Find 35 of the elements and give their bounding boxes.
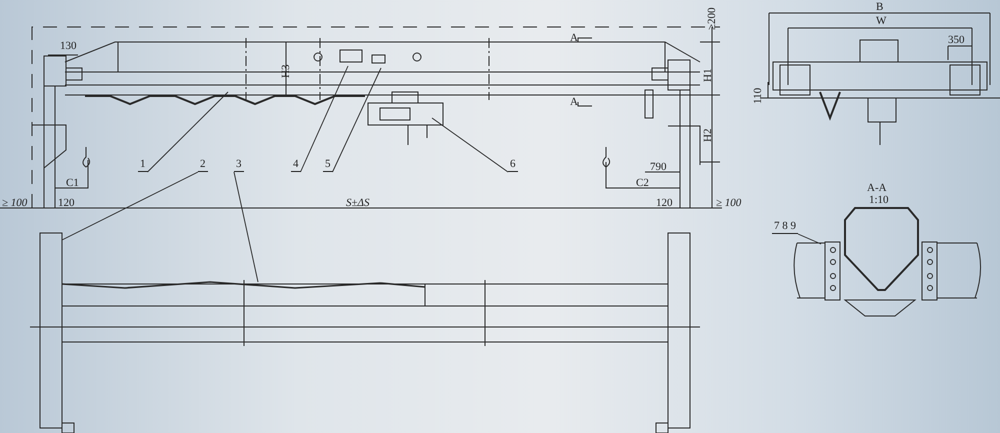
dimension-label: W — [876, 15, 886, 27]
leader-line — [332, 68, 382, 172]
section-label: A — [570, 32, 578, 44]
leader-line — [300, 66, 348, 172]
callout-number: 5 — [323, 158, 332, 172]
dimension-label: 130 — [60, 40, 76, 52]
dimension-label: C2 — [636, 177, 649, 189]
dimension-label: 110 — [752, 88, 764, 104]
section-title: A-A — [867, 182, 887, 194]
callout-number: 1 — [138, 158, 148, 172]
leader-line — [147, 92, 228, 172]
callout-number: 4 — [291, 158, 300, 172]
callout-number: 7 8 9 — [772, 220, 798, 234]
callout-number: 2 — [198, 158, 208, 172]
leader-line — [798, 234, 822, 244]
dimension-label: H1 — [702, 68, 714, 82]
callout-number: 3 — [234, 158, 244, 172]
dimension-label: H3 — [280, 64, 292, 78]
dimension-label: 120 — [656, 197, 672, 209]
tolerance-label: S±ΔS — [346, 197, 370, 209]
leader-line — [234, 172, 258, 282]
leader-line — [62, 172, 198, 240]
dimension-label: 350 — [948, 34, 964, 46]
dimension-label: C1 — [66, 177, 79, 189]
dimension-label: 120 — [58, 197, 74, 209]
dimension-label: H2 — [702, 128, 714, 142]
dimension-label: ≥200 — [706, 7, 718, 30]
dimension-label: ≥ 100 — [2, 197, 28, 209]
dimension-label: ≥ 100 — [716, 197, 742, 209]
dimension-label: B — [876, 1, 884, 13]
scale-label: 1:10 — [869, 194, 889, 206]
leader-line — [432, 118, 508, 172]
section-label: A — [570, 96, 578, 108]
callout-number: 6 — [508, 158, 518, 172]
dimension-label: 790 — [650, 161, 666, 173]
